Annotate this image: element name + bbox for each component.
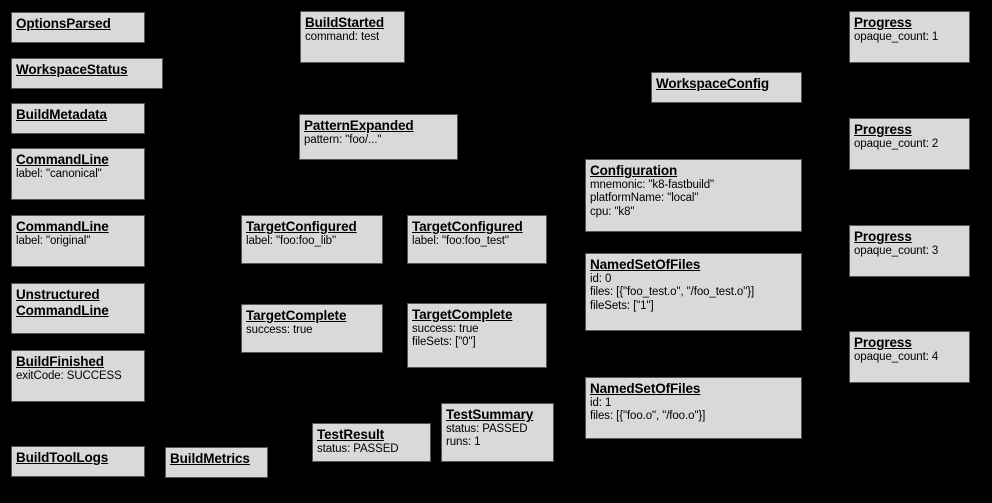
node-field: success: true xyxy=(246,323,313,336)
node-field: command: test xyxy=(305,30,380,43)
node-field: label: "original" xyxy=(16,234,91,247)
node-title: CommandLine xyxy=(16,219,109,234)
node-field: opaque_count: 2 xyxy=(854,137,939,150)
node-title: TargetConfigured xyxy=(412,219,523,234)
node-field: label: "canonical" xyxy=(16,167,102,180)
node-field: mnemonic: "k8-fastbuild" xyxy=(590,178,715,191)
node-title: TestSummary xyxy=(446,407,534,422)
node-title: BuildFinished xyxy=(16,354,104,369)
node-field: opaque_count: 1 xyxy=(854,30,939,43)
node-title: BuildToolLogs xyxy=(16,450,109,465)
node-title: TargetConfigured xyxy=(246,219,357,234)
node-title: PatternExpanded xyxy=(304,118,414,133)
node-build-metadata[interactable]: BuildMetadata xyxy=(11,103,145,134)
node-field: status: PASSED xyxy=(317,442,399,455)
node-field: label: "foo:foo_test" xyxy=(412,234,509,247)
node-field: files: [{"foo_test.o", "/foo_test.o"}] xyxy=(590,286,755,299)
node-field: platformName: "local" xyxy=(590,192,699,205)
node-title: Configuration xyxy=(590,163,678,178)
node-workspace-config[interactable]: WorkspaceConfig xyxy=(651,72,802,103)
node-title: WorkspaceConfig xyxy=(656,76,770,91)
node-field: opaque_count: 3 xyxy=(854,244,939,257)
node-field: fileSets: ["1"] xyxy=(590,300,654,313)
node-title: BuildMetadata xyxy=(16,107,107,122)
node-title: CommandLine xyxy=(16,152,109,167)
node-field: fileSets: ["0"] xyxy=(412,336,476,349)
node-title: OptionsParsed xyxy=(16,16,111,31)
node-field: success: true xyxy=(412,322,479,335)
node-field: files: [{"foo.o", "/foo.o"}] xyxy=(590,410,706,423)
node-unstructured-command-line[interactable]: Unstructured CommandLine xyxy=(11,283,145,334)
node-build-tool-logs[interactable]: BuildToolLogs xyxy=(11,446,145,477)
node-title: NamedSetOfFiles xyxy=(590,381,701,396)
node-field: pattern: "foo/..." xyxy=(304,133,382,146)
node-field: cpu: "k8" xyxy=(590,206,635,219)
node-title: TargetComplete xyxy=(412,307,513,322)
node-title: Progress xyxy=(854,15,912,30)
node-title: TestResult xyxy=(317,427,385,442)
node-title: BuildMetrics xyxy=(170,451,250,466)
node-field: runs: 1 xyxy=(446,436,481,449)
node-field: exitCode: SUCCESS xyxy=(16,369,122,382)
node-field: status: PASSED xyxy=(446,422,528,435)
node-field: label: "foo:foo_lib" xyxy=(246,234,336,247)
node-options-parsed[interactable]: OptionsParsed xyxy=(11,12,145,43)
node-title: BuildStarted xyxy=(305,15,385,30)
node-title: TargetComplete xyxy=(246,308,347,323)
node-field: id: 0 xyxy=(590,272,612,285)
node-workspace-status[interactable]: WorkspaceStatus xyxy=(11,58,163,89)
node-title: Progress xyxy=(854,229,912,244)
node-build-metrics[interactable]: BuildMetrics xyxy=(165,447,268,478)
node-title: Progress xyxy=(854,122,912,137)
node-title: Unstructured CommandLine xyxy=(16,287,109,318)
node-title: Progress xyxy=(854,335,912,350)
node-field: id: 1 xyxy=(590,396,612,409)
node-title: WorkspaceStatus xyxy=(16,62,128,77)
node-field: opaque_count: 4 xyxy=(854,350,939,363)
node-title: NamedSetOfFiles xyxy=(590,257,701,272)
